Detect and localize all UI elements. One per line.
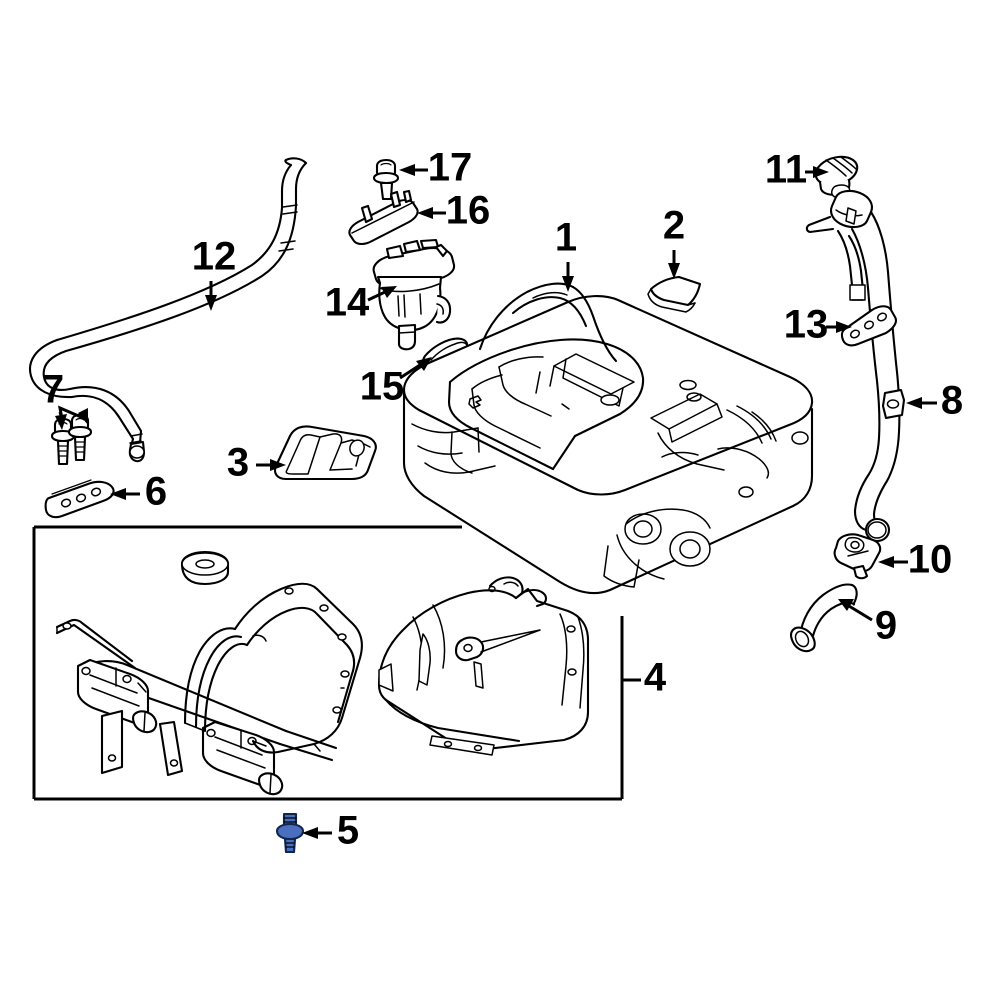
leader-9: [838, 599, 873, 622]
callout-label-9: 9: [875, 604, 897, 648]
leader-1: [562, 262, 574, 292]
part-neck-bracket: [840, 305, 898, 347]
callout-label-4: 4: [644, 656, 667, 700]
callout-label-2: 2: [663, 204, 685, 248]
callout-label-6: 6: [145, 470, 167, 514]
leader-17: [399, 164, 428, 176]
callout-label-14: 14: [325, 281, 370, 325]
callout-label-3: 3: [227, 441, 249, 485]
heat-shield-group-box: [32, 525, 624, 801]
leader-7: [55, 405, 89, 430]
part-tank-carrier-frame: [55, 582, 363, 796]
leader-16: [417, 207, 446, 219]
callout-label-7: 7: [42, 368, 64, 412]
leader-15: [399, 357, 432, 380]
leader-3: [256, 459, 286, 471]
part-fuel-tank: [402, 282, 814, 595]
part-pump-bolt: [372, 158, 400, 201]
part-filler-neck: [805, 189, 906, 543]
leader-12: [205, 281, 217, 311]
leader-11: [805, 166, 829, 178]
part-bracket-shield: [273, 425, 377, 481]
part-fuel-line: [29, 157, 308, 463]
callout-label-13: 13: [784, 303, 829, 347]
callout-label-11: 11: [765, 148, 807, 192]
callout-label-8: 8: [941, 379, 963, 423]
callout-label-10: 10: [908, 538, 953, 582]
callout-label-15: 15: [360, 365, 405, 409]
leader-8: [906, 397, 937, 409]
callout-label-12: 12: [192, 235, 237, 279]
leader-2: [668, 250, 680, 279]
leader-6: [110, 488, 140, 500]
callout-label-5: 5: [337, 809, 359, 853]
leader-10: [878, 556, 908, 568]
part-hose-bracket: [833, 533, 882, 580]
part-spare-ring: [180, 550, 230, 586]
part-fuel-pump-module: [372, 238, 456, 351]
callout-labels: 1 2 3 4 5 6 7 8 9 10 11 12 13 14 15 16 1…: [42, 146, 963, 853]
callout-label-16: 16: [446, 189, 491, 233]
callout-label-17: 17: [428, 146, 473, 190]
part-lock-ring: [348, 189, 419, 246]
leader-13: [826, 321, 852, 333]
callout-label-1: 1: [555, 216, 577, 260]
part-heat-shield: [377, 576, 590, 756]
part-tank-pad: [647, 275, 702, 313]
leader-14: [367, 286, 397, 302]
leader-5: [302, 827, 332, 839]
part-clamp-strip: [44, 479, 115, 519]
part-mounting-bolt-blue: [275, 812, 305, 854]
